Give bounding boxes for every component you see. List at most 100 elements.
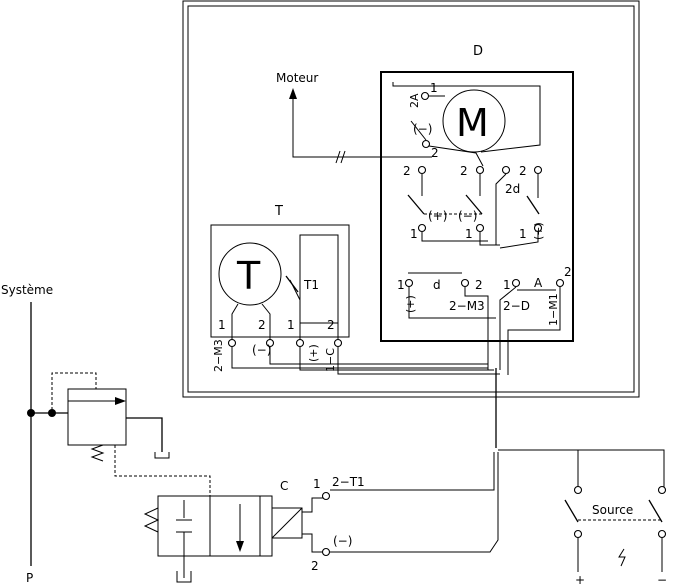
- label-T: T: [274, 204, 283, 219]
- system-node-2: [48, 409, 56, 417]
- thermo-letter: T: [236, 254, 261, 298]
- sw-mid-2: 2: [460, 164, 468, 178]
- sw-left-out: [421, 232, 488, 242]
- c-term-2: [321, 547, 331, 557]
- moteur-arrowhead: [289, 88, 297, 99]
- label-minus: −: [657, 573, 667, 585]
- thermo-bracket: [299, 234, 339, 324]
- outer-frame: [182, 0, 640, 398]
- motor-terminal-1: [420, 91, 430, 101]
- sw-left-1: 1: [410, 227, 418, 241]
- sw-right-2: 2: [519, 164, 527, 178]
- pilot-line-bottom: [114, 445, 211, 496]
- label-source: Source: [592, 503, 633, 517]
- solenoid: [271, 507, 303, 539]
- source-blade-2: [648, 499, 663, 523]
- sw-left-blade: [407, 194, 425, 215]
- box-T: [210, 224, 350, 338]
- dir-valve-spring: [143, 507, 160, 533]
- motor-1: 1: [430, 81, 438, 95]
- sw-right-term-2: [533, 165, 543, 175]
- sw-mid-out: [479, 232, 500, 246]
- t-2b: 2: [327, 318, 335, 332]
- solenoid-lead-1: [302, 497, 326, 513]
- row-wire-2a: [464, 287, 489, 370]
- row-wire-1a: [408, 287, 496, 319]
- sw-minus: (−): [458, 209, 477, 223]
- row-A: A: [534, 276, 543, 290]
- row-1a: 1: [397, 278, 405, 292]
- label-T1: T1: [303, 278, 319, 292]
- t-term-1b: [295, 338, 305, 348]
- row-1M1: 1−M1: [547, 293, 560, 326]
- row-2M3: 2−M3: [449, 299, 485, 313]
- harness-to-C1: [330, 452, 495, 491]
- t-2a: 2: [258, 318, 266, 332]
- sw-mid-term-2: [475, 165, 485, 175]
- c-2: 2: [311, 559, 319, 573]
- dir-valve-arrow: [236, 541, 244, 552]
- valve-spring: [90, 444, 105, 462]
- thermo-symbol: [218, 242, 282, 306]
- label-systeme: Système: [1, 283, 53, 297]
- dir-valve: [157, 495, 273, 557]
- row-term-2a: [460, 278, 470, 288]
- row-term-1b: [511, 278, 521, 288]
- valve-arrow: [115, 397, 126, 405]
- sw-mid-term-1: [475, 223, 485, 233]
- t-term-2b: [333, 338, 343, 348]
- row-2b: 2: [564, 265, 572, 279]
- c-term-1: [321, 491, 331, 501]
- label-D: D: [473, 44, 483, 59]
- t-wire-2b: [337, 347, 500, 375]
- sw-left-term-2: [417, 165, 427, 175]
- row-wire-2b: [507, 287, 561, 375]
- row-2D: 2−D: [503, 299, 530, 313]
- harness-to-C2: [330, 452, 499, 553]
- source-term-1: [573, 485, 583, 495]
- label-moteur: Moteur: [276, 71, 318, 85]
- outer-frame-inner: [187, 5, 635, 393]
- label-P: P: [26, 571, 33, 585]
- motor-wire-2: [428, 145, 484, 167]
- t-minus: (−): [252, 343, 271, 357]
- system-node-1: [27, 409, 35, 417]
- source-blade-1: [564, 499, 579, 523]
- t-wire-1b: [299, 347, 494, 371]
- solenoid-slash: [271, 507, 303, 539]
- sw-2d: 2d: [505, 182, 520, 196]
- sw-mid-blade: [465, 194, 483, 215]
- pilot-line-top: [51, 372, 97, 410]
- row-2a: 2: [475, 278, 483, 292]
- tank-symbol-1: [154, 452, 170, 459]
- row-term-2b: [555, 278, 565, 288]
- c-2T1: 2−T1: [332, 475, 365, 489]
- t-1a: 1: [218, 318, 226, 332]
- sw-2d-term: [501, 165, 511, 175]
- t-wire-2a: [269, 347, 488, 365]
- row-1b: 1: [503, 278, 511, 292]
- t-1b: 1: [287, 318, 295, 332]
- sw-right-plus: (+): [532, 222, 545, 240]
- source-term-2: [657, 485, 667, 495]
- t-1C: 1−C: [324, 348, 337, 372]
- sw-right-1: 1: [519, 227, 527, 241]
- row-plus: (+): [404, 295, 417, 313]
- t-plus: (+): [307, 344, 320, 362]
- sw-right-term-1: [533, 223, 543, 233]
- motor-2A: 2A: [408, 93, 421, 108]
- row-term-1a: [404, 278, 414, 288]
- sw-left-term-1: [417, 223, 427, 233]
- thermo-leg-right: [261, 303, 271, 340]
- label-plus: +: [575, 573, 585, 585]
- motor-wire-loop: [392, 82, 541, 153]
- motor-minus: (−): [413, 122, 432, 136]
- pressure-valve: [67, 388, 127, 446]
- source-term-3: [573, 529, 583, 539]
- lightning-icon: [618, 548, 626, 567]
- sw-plus: (+): [428, 209, 447, 223]
- row-wire-1b: [499, 286, 517, 370]
- sw-right-blade: [526, 195, 540, 215]
- solenoid-lead-2: [302, 533, 326, 553]
